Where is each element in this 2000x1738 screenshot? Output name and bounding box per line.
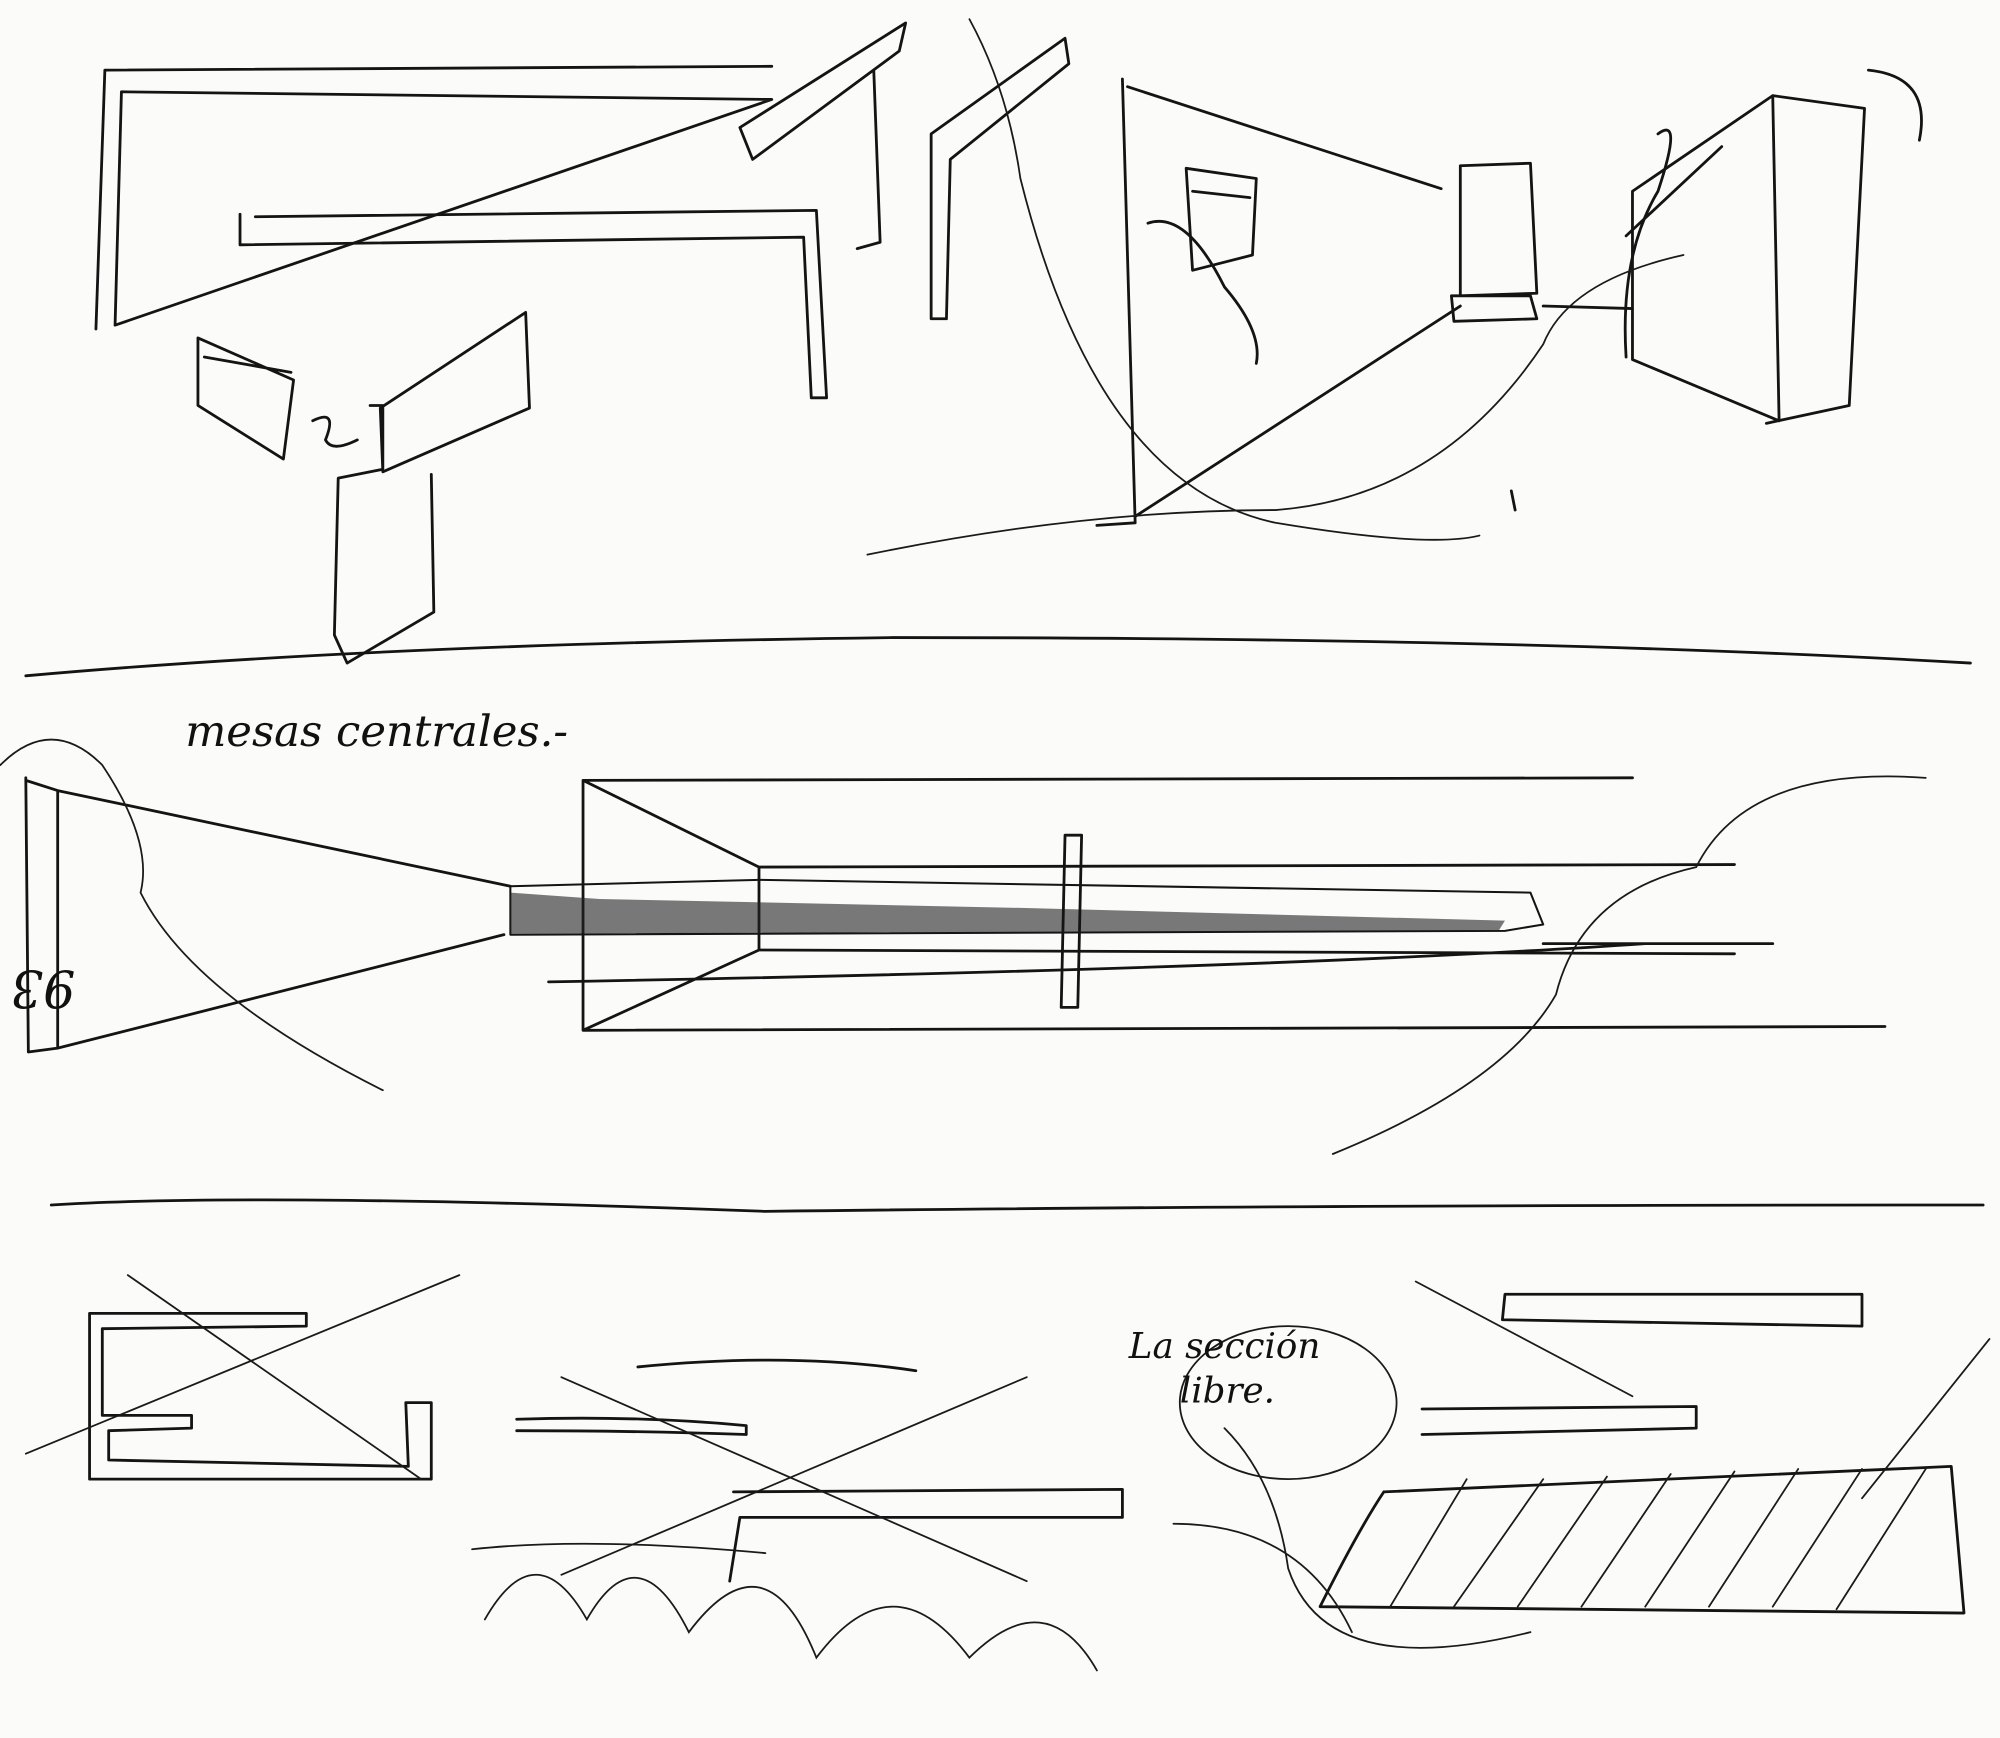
top-left-wall-sketch [94,21,1071,400]
column-sketch [24,311,1972,678]
mesas-centrales-label: mesas centrales.- [185,707,568,757]
seccion-libre-line2: libre. [1180,1371,1275,1412]
rotated-number-label: 93 [11,957,76,1016]
room-perspective-sketch [866,18,1923,556]
section-sketch: 93 [0,738,1985,1213]
bottom-sketches: La sección libre. [24,1274,1991,1672]
seccion-libre-line1: La sección [1128,1326,1321,1367]
